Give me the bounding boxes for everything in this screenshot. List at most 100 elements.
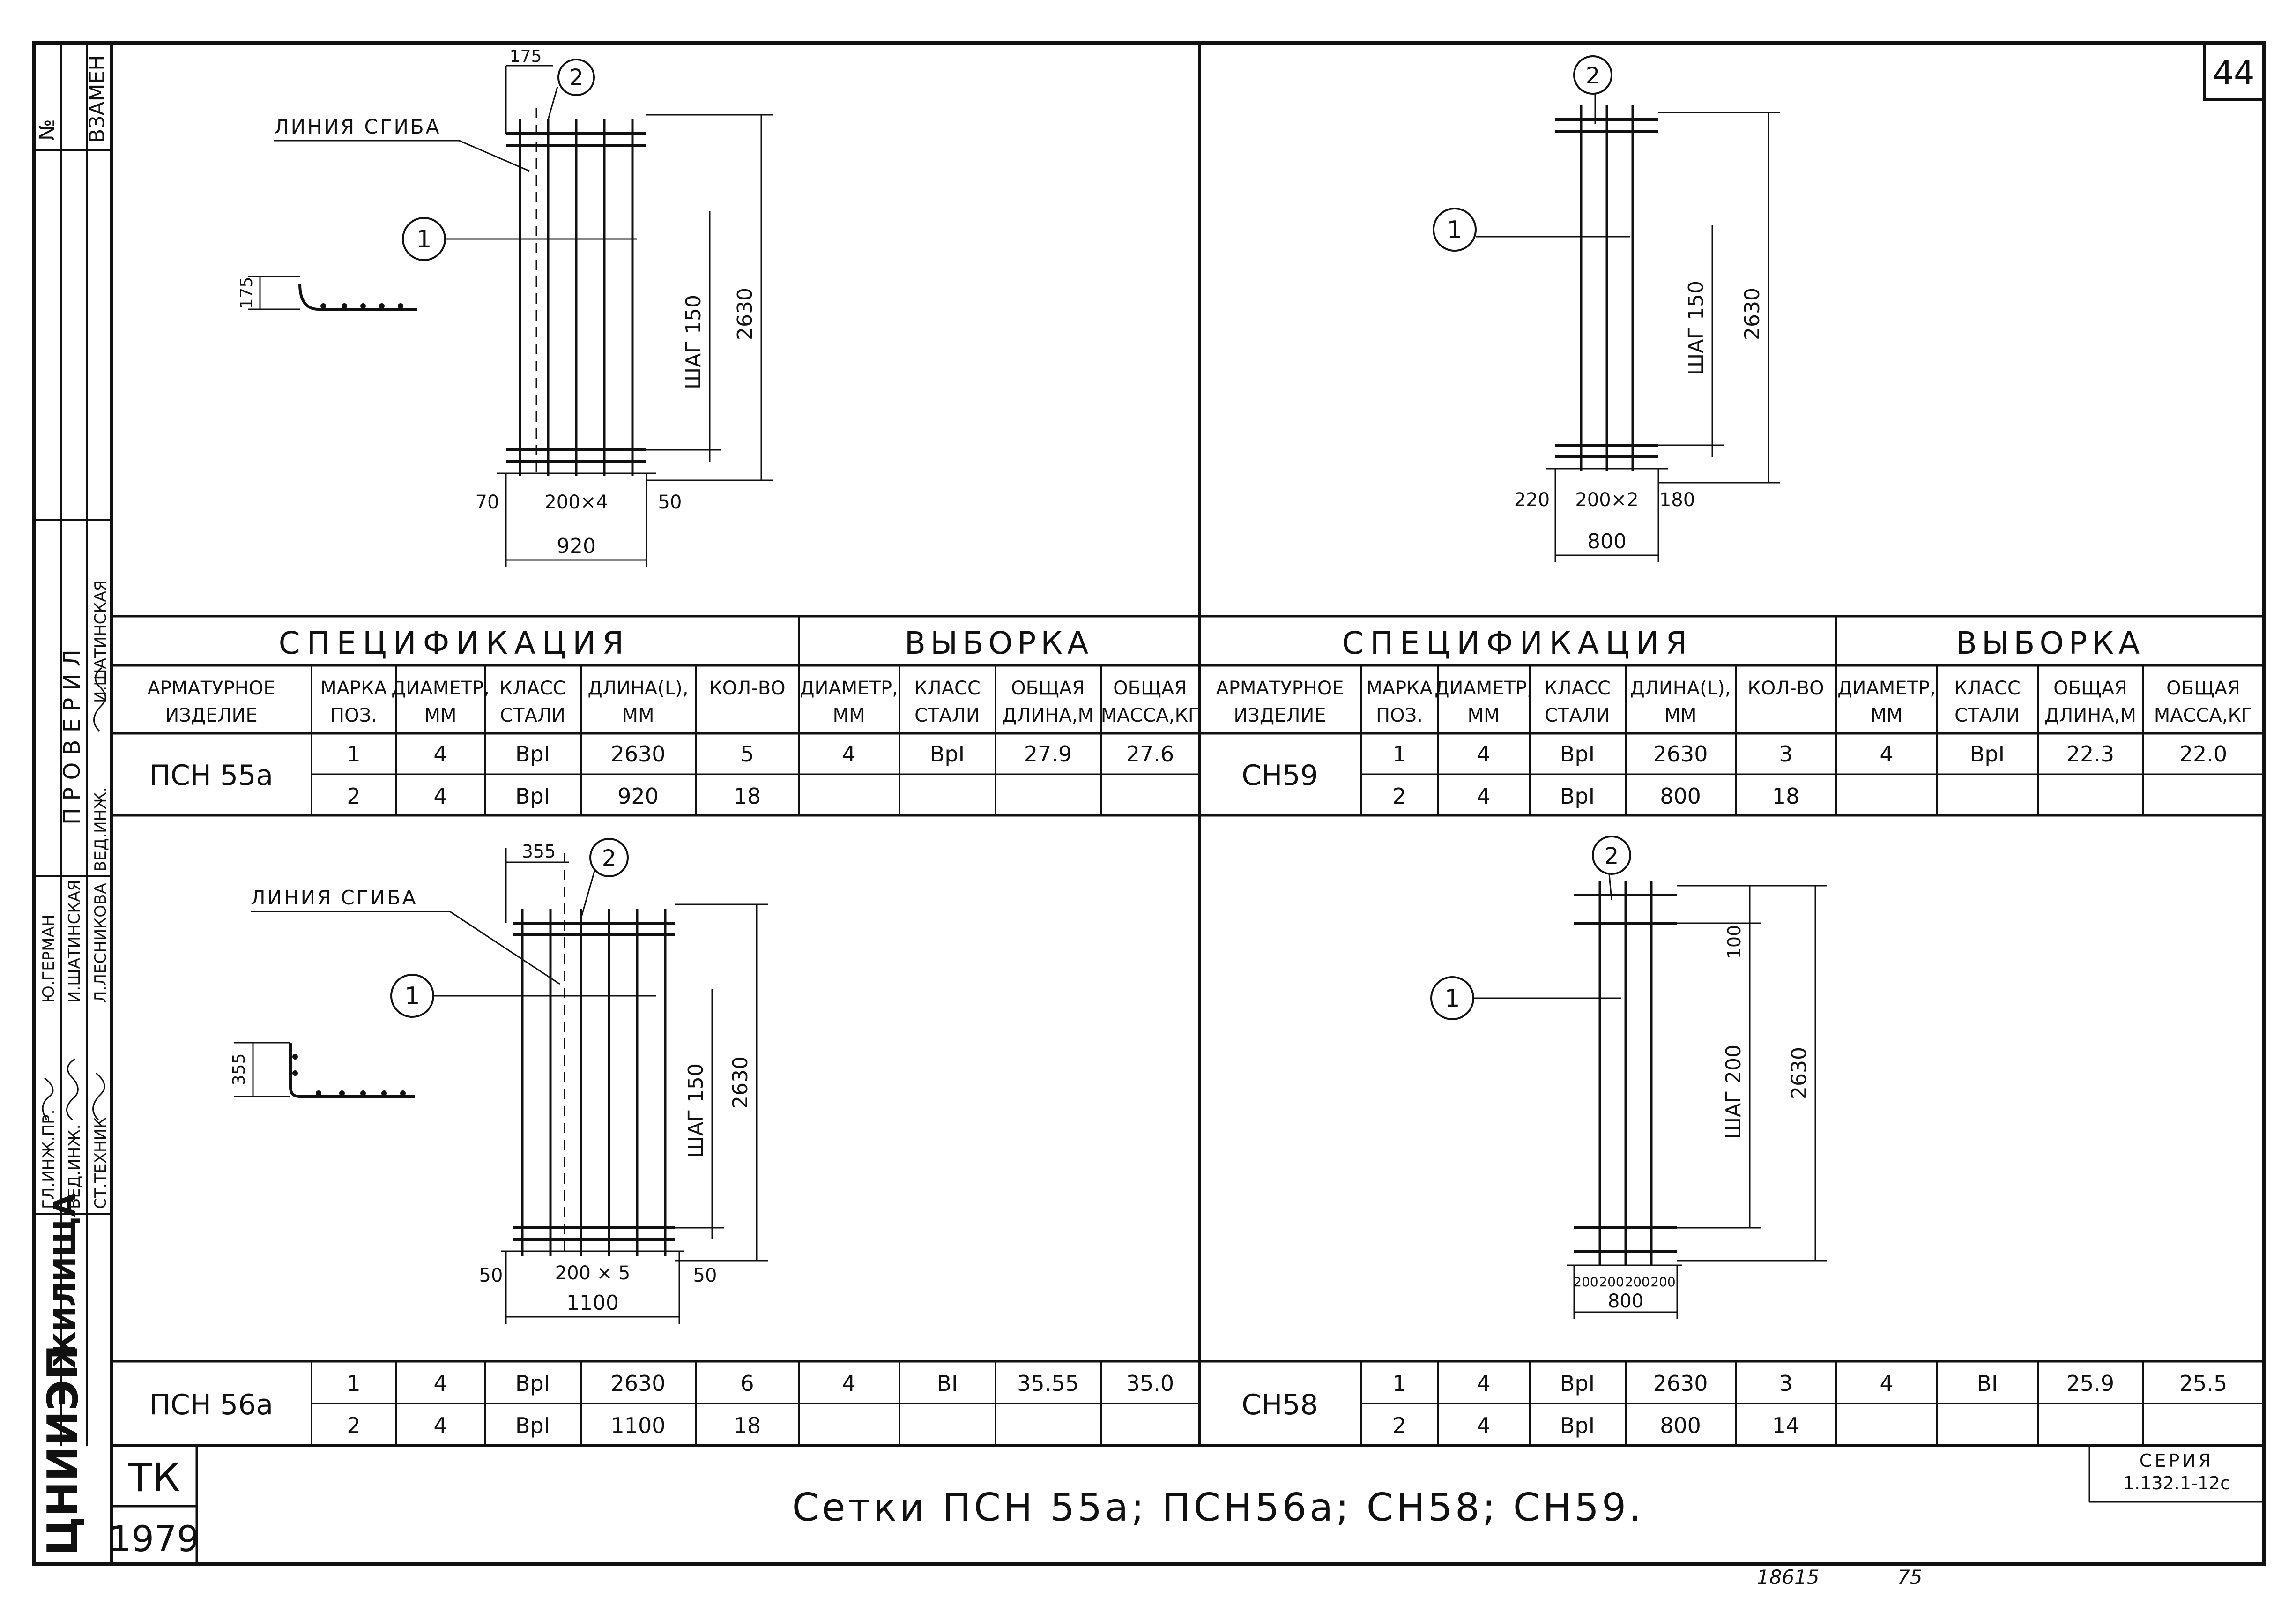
table-cell: 22.0 [2179, 741, 2227, 767]
table-cell: 2 [347, 784, 360, 809]
header-cell: ММ [622, 705, 654, 726]
width-dim: 800 [1587, 530, 1627, 553]
table-cell: 35.55 [1017, 1371, 1079, 1396]
table-cell: 4 [1477, 784, 1490, 809]
pos-1-label: 1 [1447, 216, 1462, 244]
drawing-psn55: ЛИНИЯ СГИБА 2 175 1 175 2630 ШАГ 150 [237, 47, 773, 567]
table-cell: 14 [1772, 1413, 1800, 1438]
header-cell: КЛАСС [1954, 678, 2021, 699]
header-cell: КЛАСС [1544, 678, 1611, 699]
sheet-title: Сетки ПСН 55а; ПСН56а; СН58; СН59. [792, 1486, 1644, 1530]
vyb-title-right: ВЫБОРКА [1956, 625, 2145, 661]
header-cell: МАССА,КГ [1101, 705, 1200, 726]
table-cell: 4 [1880, 741, 1893, 767]
header-cell: ММ [832, 705, 865, 726]
table-cell: 3 [1779, 741, 1792, 767]
table-cell: 22.3 [2066, 741, 2114, 767]
table-cell: 920 [617, 784, 659, 809]
spec-title-right: СПЕЦИФИКАЦИЯ [1342, 625, 1694, 661]
table-cell: 35.0 [1126, 1371, 1174, 1396]
pitch-label: ШАГ 150 [684, 1063, 708, 1158]
width-dim: 800 [1608, 1291, 1643, 1312]
header-cell: КОЛ-ВО [1747, 678, 1824, 699]
name-1: Ю.ГЕРМАН [39, 915, 58, 1003]
header-cell: МАССА,КГ [2154, 705, 2253, 726]
series-value: 1.132.1-12с [2123, 1473, 2230, 1493]
table-cell: 4 [1880, 1371, 1893, 1396]
top-dim: 100 [1724, 925, 1745, 959]
table-cell: 4 [842, 741, 855, 767]
pos-2-label: 2 [1586, 63, 1600, 89]
bend-label: ЛИНИЯ СГИБА [274, 115, 441, 138]
table-cell: ВрI [1970, 741, 2005, 767]
table-cell: 18 [1772, 784, 1800, 809]
spacing-dim-3: 200 [1625, 1274, 1650, 1290]
profile-dim: 355 [230, 1053, 249, 1086]
sheet-frame [32, 41, 2266, 1566]
table-cell: 1 [347, 1371, 360, 1396]
table-cell: ВрI [930, 741, 965, 767]
pitch-label: ШАГ 150 [682, 295, 706, 389]
table-cell: ВрI [515, 1371, 550, 1396]
header-cell: КЛАСС [499, 678, 566, 699]
header-cell: КЛАСС [914, 678, 981, 699]
drawing-psn56: ЛИНИЯ СГИБА 2 355 1 355 2630 ШАГ 150 50 … [230, 838, 768, 1324]
header-cell: СТАЛИ [500, 705, 565, 726]
pos-2-label: 2 [1605, 843, 1619, 869]
item-name: СН58 [1241, 1389, 1318, 1421]
header-cell: ИЗДЕЛИЕ [1233, 705, 1326, 726]
right-margin-dim: 50 [658, 492, 682, 513]
pitch-label: ШАГ 200 [1722, 1045, 1746, 1139]
role-2: ВЕД.ИНЖ. [65, 1124, 84, 1209]
year: 1979 [109, 1518, 199, 1560]
pos-2-marker [557, 59, 595, 96]
header-cell: ДИАМЕТР, [1434, 678, 1533, 699]
table-cell: ВрI [1560, 741, 1595, 767]
header-cell: ОБЩАЯ [1113, 678, 1187, 699]
left-margin-dim: 220 [1514, 489, 1550, 511]
table-cell: 3 [1779, 1371, 1792, 1396]
name-2: И.ШАТИНСКАЯ [65, 880, 84, 1003]
header-cell: АРМАТУРНОЕ [1216, 678, 1344, 699]
spacing-dim: 200×4 [544, 492, 608, 513]
org-name: ЖИЛИЩА [48, 1194, 82, 1368]
header-cell: ММ [1664, 705, 1696, 726]
side-stamp: ВЗАМЕН № П Р О В Е Р И Л ВЕД.ИНЖ. И.ШАТИ… [35, 55, 110, 1556]
page-number: 44 [2213, 54, 2254, 92]
header-cell: КОЛ-ВО [709, 678, 785, 699]
spacing-dim-4: 200 [1650, 1274, 1675, 1290]
table-cell: 2 [347, 1413, 360, 1438]
header-cell: ММ [424, 705, 456, 726]
role-1: ГЛ.ИНЖ.ПР. [39, 1110, 58, 1209]
table-cell: 2630 [610, 1371, 665, 1396]
header-cell: ДЛИНА(L), [588, 678, 689, 699]
header-cell: СТАЛИ [1954, 705, 2020, 726]
header-cell: ММ [1870, 705, 1902, 726]
table-cell: 2 [1392, 1413, 1406, 1438]
table-cell: 1100 [610, 1413, 665, 1438]
bend-profile [289, 1043, 415, 1098]
top-dim: 175 [510, 47, 542, 66]
bottom-number-2: 75 [1897, 1566, 1922, 1589]
pos-1-marker [1433, 208, 1477, 252]
table-cell: ВI [1976, 1371, 1998, 1396]
name-3: Л.ЛЕСНИКОВА [91, 883, 110, 1003]
table-cell: ВрI [1560, 784, 1595, 809]
table-cell: 2630 [1653, 741, 1708, 767]
item-name: СН59 [1241, 759, 1318, 792]
table-cell: 4 [433, 1413, 447, 1438]
no-label: № [35, 119, 59, 141]
spacing-dim: 200×2 [1575, 489, 1638, 511]
pos-1-label: 1 [1444, 985, 1460, 1013]
table-cell: 1 [1392, 741, 1406, 767]
height-dim: 2630 [733, 288, 757, 340]
height-dim: 2630 [1740, 288, 1764, 340]
table-header-right: АРМАТУРНОЕИЗДЕЛИЕМАРКАПОЗ.ДИАМЕТР,ММКЛАС… [1216, 678, 2252, 726]
header-cell: СТАЛИ [1545, 705, 1610, 726]
table-cell: 25.5 [2179, 1371, 2227, 1396]
header-cell: ОБЩАЯ [1011, 678, 1085, 699]
table-cell: ВрI [1560, 1413, 1595, 1438]
spec-table-top: СПЕЦИФИКАЦИЯ ВЫБОРКА СПЕЦИФИКАЦИЯ ВЫБОРК… [111, 615, 2264, 817]
header-cell: АРМАТУРНОЕ [147, 678, 275, 699]
